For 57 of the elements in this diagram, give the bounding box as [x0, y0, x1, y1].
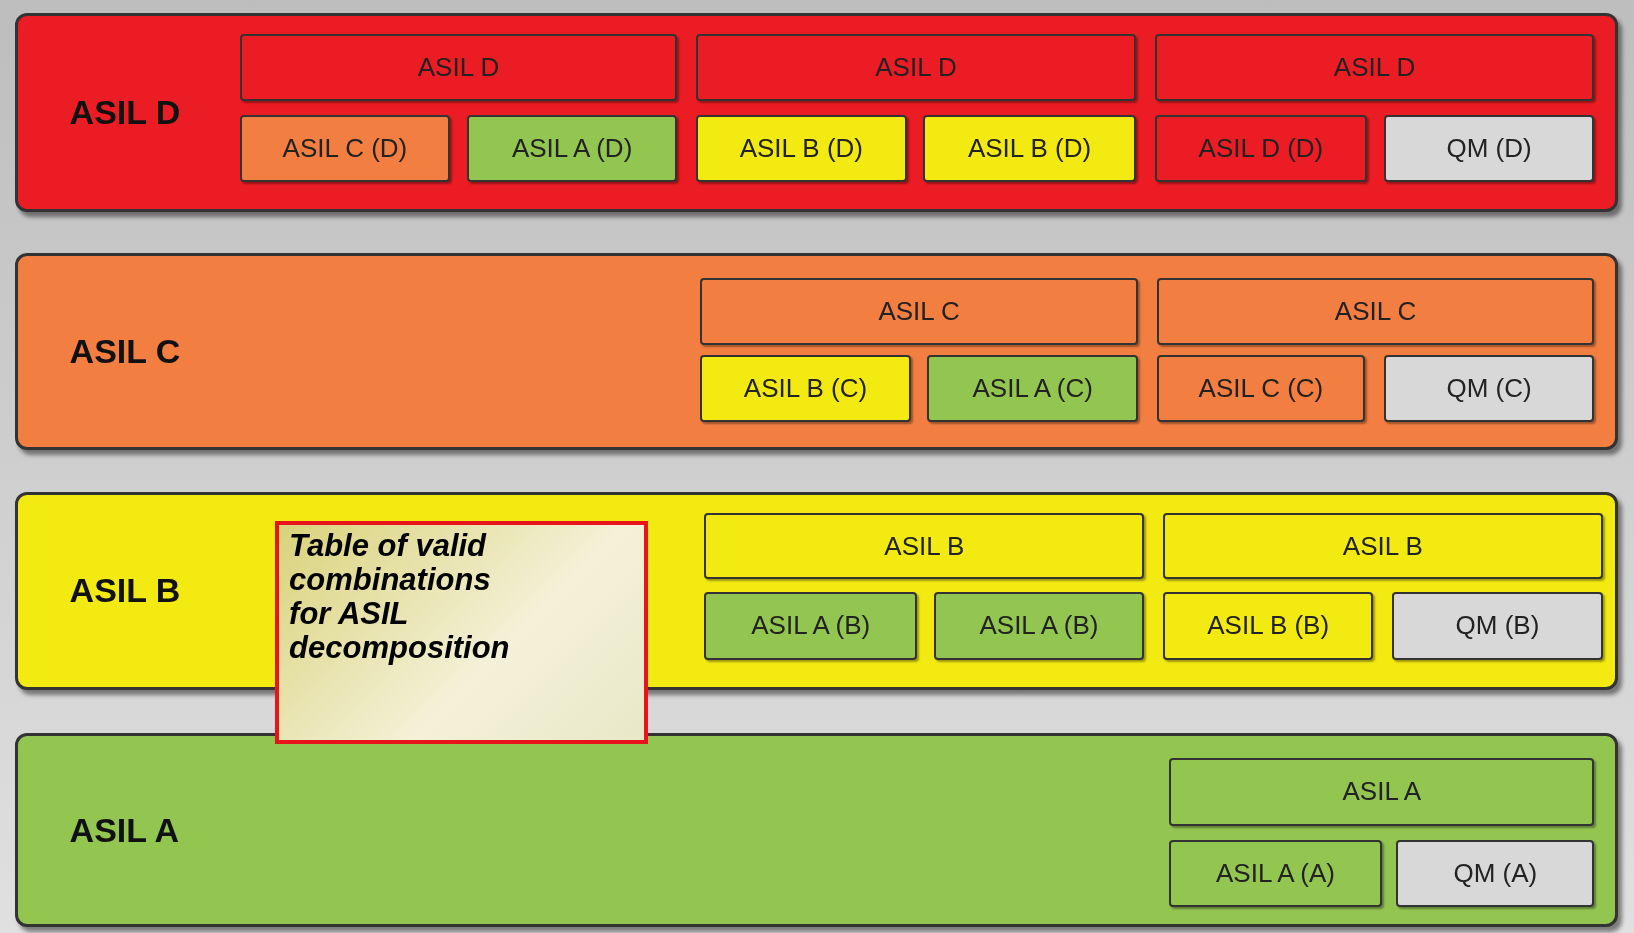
box-label: ASIL C	[1334, 296, 1417, 328]
box-label: ASIL D	[1333, 52, 1416, 84]
asil-box	[239, 34, 678, 102]
box-label: ASIL D	[417, 52, 500, 84]
box-label: ASIL B	[884, 530, 965, 562]
box-label: QM (C)	[1446, 373, 1532, 405]
asil-box	[704, 512, 1145, 580]
box-label: ASIL C	[878, 296, 960, 328]
band-title: ASIL A	[69, 810, 180, 850]
asil-box	[704, 591, 917, 660]
asil-box	[700, 278, 1138, 345]
box-label: ASIL C (D)	[282, 133, 408, 164]
box-label: ASIL B (D)	[739, 133, 863, 164]
asil-box	[696, 114, 907, 183]
asil-box	[466, 114, 678, 183]
box-label: ASIL B (B)	[1207, 610, 1330, 642]
asil-box	[1154, 34, 1595, 102]
box-label: QM (D)	[1446, 133, 1532, 164]
box-label: QM (A)	[1453, 857, 1538, 889]
asil-box	[1156, 278, 1595, 345]
box-label: ASIL B	[1342, 530, 1423, 562]
box-label: ASIL A (B)	[979, 610, 1099, 642]
asil-box	[1383, 355, 1595, 423]
asil-box	[933, 591, 1145, 660]
note-tooltip	[275, 521, 649, 745]
asil-box	[1162, 512, 1603, 580]
asil-box	[927, 355, 1138, 423]
asil-box	[1383, 114, 1595, 183]
asil-band	[14, 732, 1619, 928]
asil-band	[14, 253, 1619, 451]
box-label: ASIL A (D)	[511, 133, 633, 164]
box-label: ASIL D	[875, 52, 957, 84]
asil-box	[1392, 591, 1603, 660]
asil-box	[1162, 591, 1374, 660]
asil-band	[14, 12, 1619, 212]
band-title: ASIL C	[69, 332, 181, 372]
box-label: ASIL A (A)	[1216, 857, 1335, 889]
box-label: ASIL B (D)	[967, 133, 1092, 164]
box-label: ASIL A (B)	[751, 610, 871, 642]
band-title: ASIL D	[69, 92, 181, 132]
box-label: ASIL A	[1342, 776, 1422, 808]
box-label: ASIL A (C)	[972, 373, 1093, 405]
asil-box	[696, 34, 1136, 102]
asil-box	[1169, 757, 1595, 827]
note-text: Table of valid combinations for ASIL decomposition	[289, 529, 511, 666]
band-title: ASIL B	[69, 571, 181, 611]
asil-box	[1396, 839, 1595, 907]
asil-box	[1154, 114, 1368, 183]
asil-box	[923, 114, 1136, 183]
box-label: QM (B)	[1455, 610, 1540, 642]
asil-box	[239, 114, 451, 183]
asil-box	[1156, 355, 1366, 423]
asil-box	[700, 355, 911, 423]
box-label: ASIL B (C)	[743, 373, 868, 405]
box-label: ASIL C (C)	[1198, 373, 1324, 405]
box-label: ASIL D (D)	[1198, 133, 1324, 164]
asil-box	[1169, 839, 1382, 907]
